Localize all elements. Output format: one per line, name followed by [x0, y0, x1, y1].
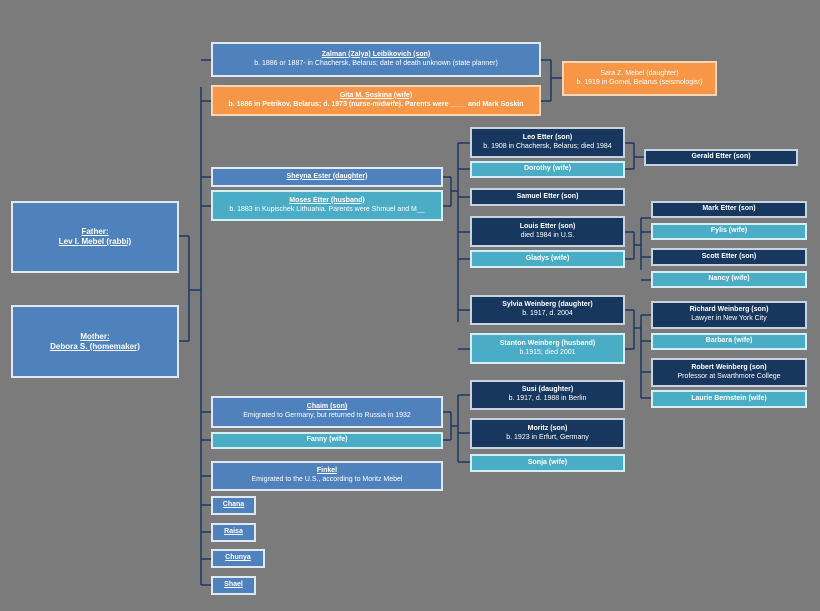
sara-detail: b. 1919 in Gomel, Belarus (seismologist) [576, 78, 703, 86]
moritz-detail: b. 1923 in Erfurt, Germany [506, 433, 589, 441]
chaim-name: Chaim (son) [306, 403, 348, 411]
finkel-name: Finkel [316, 467, 338, 475]
chana-name: Chana [222, 501, 245, 509]
mark-name: Mark Etter (son) [702, 205, 756, 213]
leo-name: Leo Etter (son) [522, 133, 573, 141]
sylvia-box[interactable]: Sylvia Weinberg (daughter) b. 1917, d. 2… [470, 295, 625, 325]
laurie-box[interactable]: Laurie Bernstein (wife) [651, 390, 807, 408]
raisa-name: Raisa [224, 528, 243, 536]
father-name: Lev I. Mebel (rabbi) [58, 237, 132, 246]
barbara-box[interactable]: Barbara (wife) [651, 333, 807, 350]
mark-box[interactable]: Mark Etter (son) [651, 201, 807, 218]
richard-name: Richard Weinberg (son) [689, 306, 769, 314]
moses-detail: b. 1883 in Kupischek Lithuania. Parents … [229, 205, 425, 213]
samuel-box[interactable]: Samuel Etter (son) [470, 188, 625, 206]
richard-box[interactable]: Richard Weinberg (son) Lawyer in New Yor… [651, 301, 807, 329]
robert-name: Robert Weinberg (son) [691, 363, 767, 371]
moses-name: Moses Etter (husband) [289, 196, 365, 204]
louis-name: Louis Etter (son) [519, 222, 576, 230]
stanton-box[interactable]: Stanton Weinberg (husband) b.1915; died … [470, 333, 625, 364]
gita-detail: b. 1886 in Petrikov, Belarus; d. 1973 (n… [228, 100, 524, 108]
nancy-name: Nancy (wife) [708, 275, 750, 283]
barbara-name: Barbara (wife) [705, 337, 753, 345]
laurie-name: Laurie Bernstein (wife) [691, 394, 767, 402]
fanny-name: Fanny (wife) [306, 436, 348, 444]
nancy-box[interactable]: Nancy (wife) [651, 271, 807, 288]
stanton-name: Stanton Weinberg (husband) [499, 339, 596, 347]
chunya-name: Chunya [225, 554, 251, 562]
robert-box[interactable]: Robert Weinberg (son) Professor at Swart… [651, 358, 807, 387]
louis-detail: died 1984 in U.S. [520, 231, 575, 239]
chana-box[interactable]: Chana [211, 496, 256, 515]
finkel-box[interactable]: Finkel Emigrated to the U.S., according … [211, 461, 443, 491]
gladys-name: Gladys (wife) [525, 254, 570, 262]
gladys-box[interactable]: Gladys (wife) [470, 250, 625, 268]
sylvia-name: Sylvia Weinberg (daughter) [502, 301, 593, 309]
fylis-name: Fylis (wife) [710, 227, 748, 235]
moritz-name: Moritz (son) [527, 424, 568, 432]
sheyna-box[interactable]: Sheyna Ester (daughter) [211, 167, 443, 187]
shael-box[interactable]: Shael [211, 576, 256, 595]
fylis-box[interactable]: Fylis (wife) [651, 223, 807, 240]
fanny-box[interactable]: Fanny (wife) [211, 432, 443, 449]
sara-name: Sara Z. Mebel (daughter) [600, 69, 679, 77]
robert-detail: Professor at Swarthmore College [677, 372, 781, 380]
zalman-box[interactable]: Zalman (Zalya) Leibikovich (son) b. 1886… [211, 42, 541, 77]
scott-box[interactable]: Scott Etter (son) [651, 248, 807, 266]
louis-box[interactable]: Louis Etter (son) died 1984 in U.S. [470, 216, 625, 247]
zalman-name: Zalman (Zalya) Leibikovich (son) [321, 50, 431, 58]
mother-title: Mother: [80, 331, 110, 341]
susi-detail: b. 1917, d. 1988 in Berlin [508, 395, 587, 402]
susi-name: Susi (daughter) [521, 386, 574, 394]
mother-box[interactable]: Mother: Debora S. (homemaker) [11, 305, 179, 378]
zalman-detail: b. 1886 or 1887- in Chachersk, Belarus; … [254, 59, 498, 67]
scott-name: Scott Etter (son) [701, 252, 757, 260]
gita-name: Gita M. Soskina (wife) [339, 91, 413, 99]
sheyna-name: Sheyna Ester (daughter) [286, 172, 368, 180]
leo-detail: b. 1908 in Chachersk, Belarus; died 1984 [483, 142, 612, 150]
finkel-detail: Emigrated to the U.S., according to Mori… [251, 476, 403, 483]
stanton-detail: b.1915; died 2001 [519, 348, 576, 356]
raisa-box[interactable]: Raisa [211, 523, 256, 542]
susi-box[interactable]: Susi (daughter) b. 1917, d. 1988 in Berl… [470, 380, 625, 410]
sonja-box[interactable]: Sonja (wife) [470, 454, 625, 472]
chaim-detail: Emigrated to Germany, but returned to Ru… [243, 412, 411, 419]
sara-box[interactable]: Sara Z. Mebel (daughter) b. 1919 in Gome… [562, 61, 717, 96]
mother-name: Debora S. (homemaker) [50, 341, 140, 351]
leo-box[interactable]: Leo Etter (son) b. 1908 in Chachersk, Be… [470, 127, 625, 158]
gerald-name: Gerald Etter (son) [691, 153, 751, 161]
father-title: Father: [81, 227, 109, 236]
chunya-box[interactable]: Chunya [211, 549, 265, 568]
samuel-name: Samuel Etter (son) [516, 192, 579, 200]
sylvia-detail: b. 1917, d. 2004 [522, 310, 573, 317]
sonja-name: Sonja (wife) [527, 458, 568, 466]
moritz-box[interactable]: Moritz (son) b. 1923 in Erfurt, Germany [470, 418, 625, 449]
richard-detail: Lawyer in New York City [691, 315, 767, 322]
dorothy-box[interactable]: Dorothy (wife) [470, 161, 625, 178]
shael-name: Shael [224, 581, 243, 589]
dorothy-name: Dorothy (wife) [523, 165, 572, 173]
chaim-box[interactable]: Chaim (son) Emigrated to Germany, but re… [211, 396, 443, 428]
gita-box[interactable]: Gita M. Soskina (wife) b. 1886 in Petrik… [211, 85, 541, 116]
father-box[interactable]: Father: Lev I. Mebel (rabbi) [11, 201, 179, 273]
moses-box[interactable]: Moses Etter (husband) b. 1883 in Kupisch… [211, 190, 443, 221]
gerald-box[interactable]: Gerald Etter (son) [644, 149, 798, 166]
